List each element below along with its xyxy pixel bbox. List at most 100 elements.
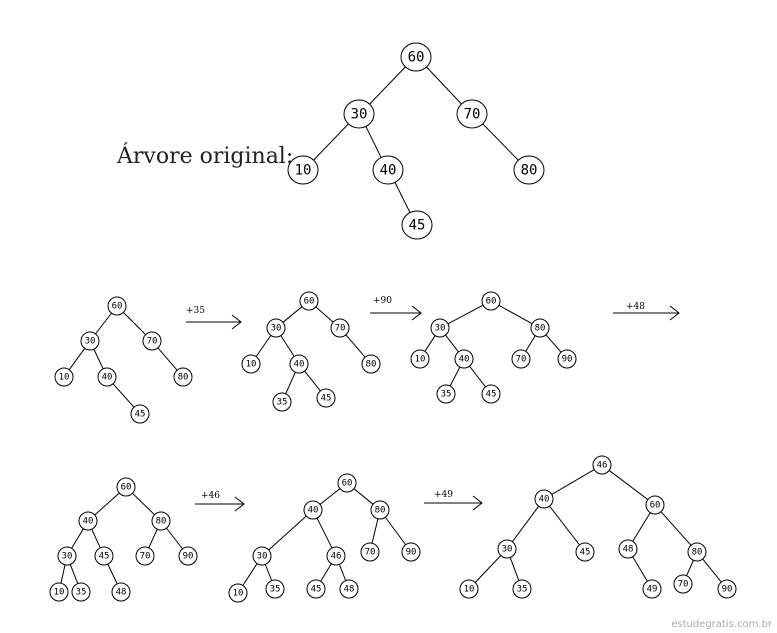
node-circle (454, 349, 474, 369)
node-circle (618, 539, 638, 559)
tree-edge (686, 560, 694, 576)
tree-node: 60 (107, 296, 127, 316)
tree-node: 60 (645, 495, 665, 515)
operation-arrow: +35 (186, 306, 242, 330)
tree-node: 45 (94, 546, 114, 566)
node-circle (530, 318, 550, 338)
tree-node: 70 (511, 349, 531, 369)
tree-node: 80 (361, 354, 381, 374)
arrow-right-icon (370, 305, 422, 321)
node-circle (71, 582, 91, 602)
node-circle (534, 489, 554, 509)
node-circle (80, 331, 100, 351)
node-circle (410, 349, 430, 369)
tree-node: 48 (339, 579, 359, 599)
tree-edge (632, 512, 651, 542)
node-value: 40 (308, 506, 319, 516)
node-circle (459, 579, 479, 599)
node-circle (54, 367, 74, 387)
operation-label: +90 (373, 296, 392, 306)
node-circle (497, 539, 517, 559)
tree-edge (549, 505, 580, 546)
tree-node: 10 (54, 367, 74, 387)
node-value: 48 (116, 588, 127, 598)
tree-edge (371, 518, 379, 544)
operation-arrow: +46 (195, 491, 245, 512)
tree-node: 10 (228, 583, 248, 603)
tree-edge (498, 304, 533, 325)
tree-node: 70 (330, 318, 350, 338)
tree-node: 70 (360, 542, 380, 562)
original-tree-label: Árvore original: (116, 142, 293, 169)
tree-edge (268, 515, 307, 551)
node-circle (78, 511, 98, 531)
node-value: 90 (562, 355, 573, 365)
operation-label: +48 (626, 302, 645, 312)
node-circle (717, 579, 737, 599)
node-circle (228, 583, 248, 603)
tree-edge (545, 334, 562, 353)
tree-node: 30 (343, 99, 375, 129)
node-value: 48 (344, 585, 355, 595)
tree-edge (384, 516, 407, 546)
node-circle (330, 318, 350, 338)
tree-edge (285, 372, 296, 394)
tree-node: 90 (178, 546, 198, 566)
node-circle (241, 354, 261, 374)
node-circle (512, 579, 532, 599)
tree-node: 70 (673, 574, 693, 594)
tree-edge (264, 564, 273, 581)
node-value: 35 (517, 585, 528, 595)
tree-edge (353, 488, 374, 505)
tree-node: 60 (481, 291, 501, 311)
operation-arrow: +48 (613, 302, 680, 321)
node-value: 30 (62, 552, 73, 562)
node-value: 10 (415, 355, 426, 365)
node-circle (97, 367, 117, 387)
node-circle (511, 349, 531, 369)
tree-edge (315, 306, 334, 323)
tree-node: 70 (135, 546, 155, 566)
node-value: 10 (246, 360, 257, 370)
node-value: 10 (295, 163, 312, 179)
node-value: 45 (409, 218, 426, 234)
tree-edge (304, 370, 321, 392)
node-value: 10 (233, 589, 244, 599)
tree-node: 35 (71, 582, 91, 602)
tree-node: 80 (370, 500, 390, 520)
tree-node: 45 (306, 579, 326, 599)
tree-node: 10 (459, 579, 479, 599)
node-circle (481, 384, 501, 404)
node-value: 10 (464, 585, 475, 595)
arrow-right-icon (424, 495, 483, 511)
node-value: 10 (54, 588, 65, 598)
tree-node: 90 (557, 349, 577, 369)
node-circle (360, 542, 380, 562)
tree-node: 90 (717, 579, 737, 599)
operation-label: +35 (186, 306, 205, 316)
node-value: 40 (459, 355, 470, 365)
node-value: 70 (516, 355, 527, 365)
tree-node: 40 (97, 367, 117, 387)
tree-edge (319, 488, 341, 505)
tree-edge (426, 66, 462, 105)
site-footer: estudegratis.com.br (671, 619, 773, 630)
node-circle (339, 579, 359, 599)
node-circle (272, 392, 292, 412)
node-value: 45 (580, 548, 591, 558)
tree-edge (93, 348, 104, 370)
tree-node: 90 (401, 542, 421, 562)
tree-edge (123, 312, 146, 335)
node-value: 35 (270, 585, 281, 595)
node-value: 35 (76, 588, 87, 598)
tree-edge (112, 383, 135, 408)
node-circle (116, 477, 136, 497)
tree-node: 70 (456, 99, 488, 129)
tree-node: 48 (618, 539, 638, 559)
operation-arrow: +49 (424, 490, 483, 511)
node-circle (287, 155, 319, 185)
